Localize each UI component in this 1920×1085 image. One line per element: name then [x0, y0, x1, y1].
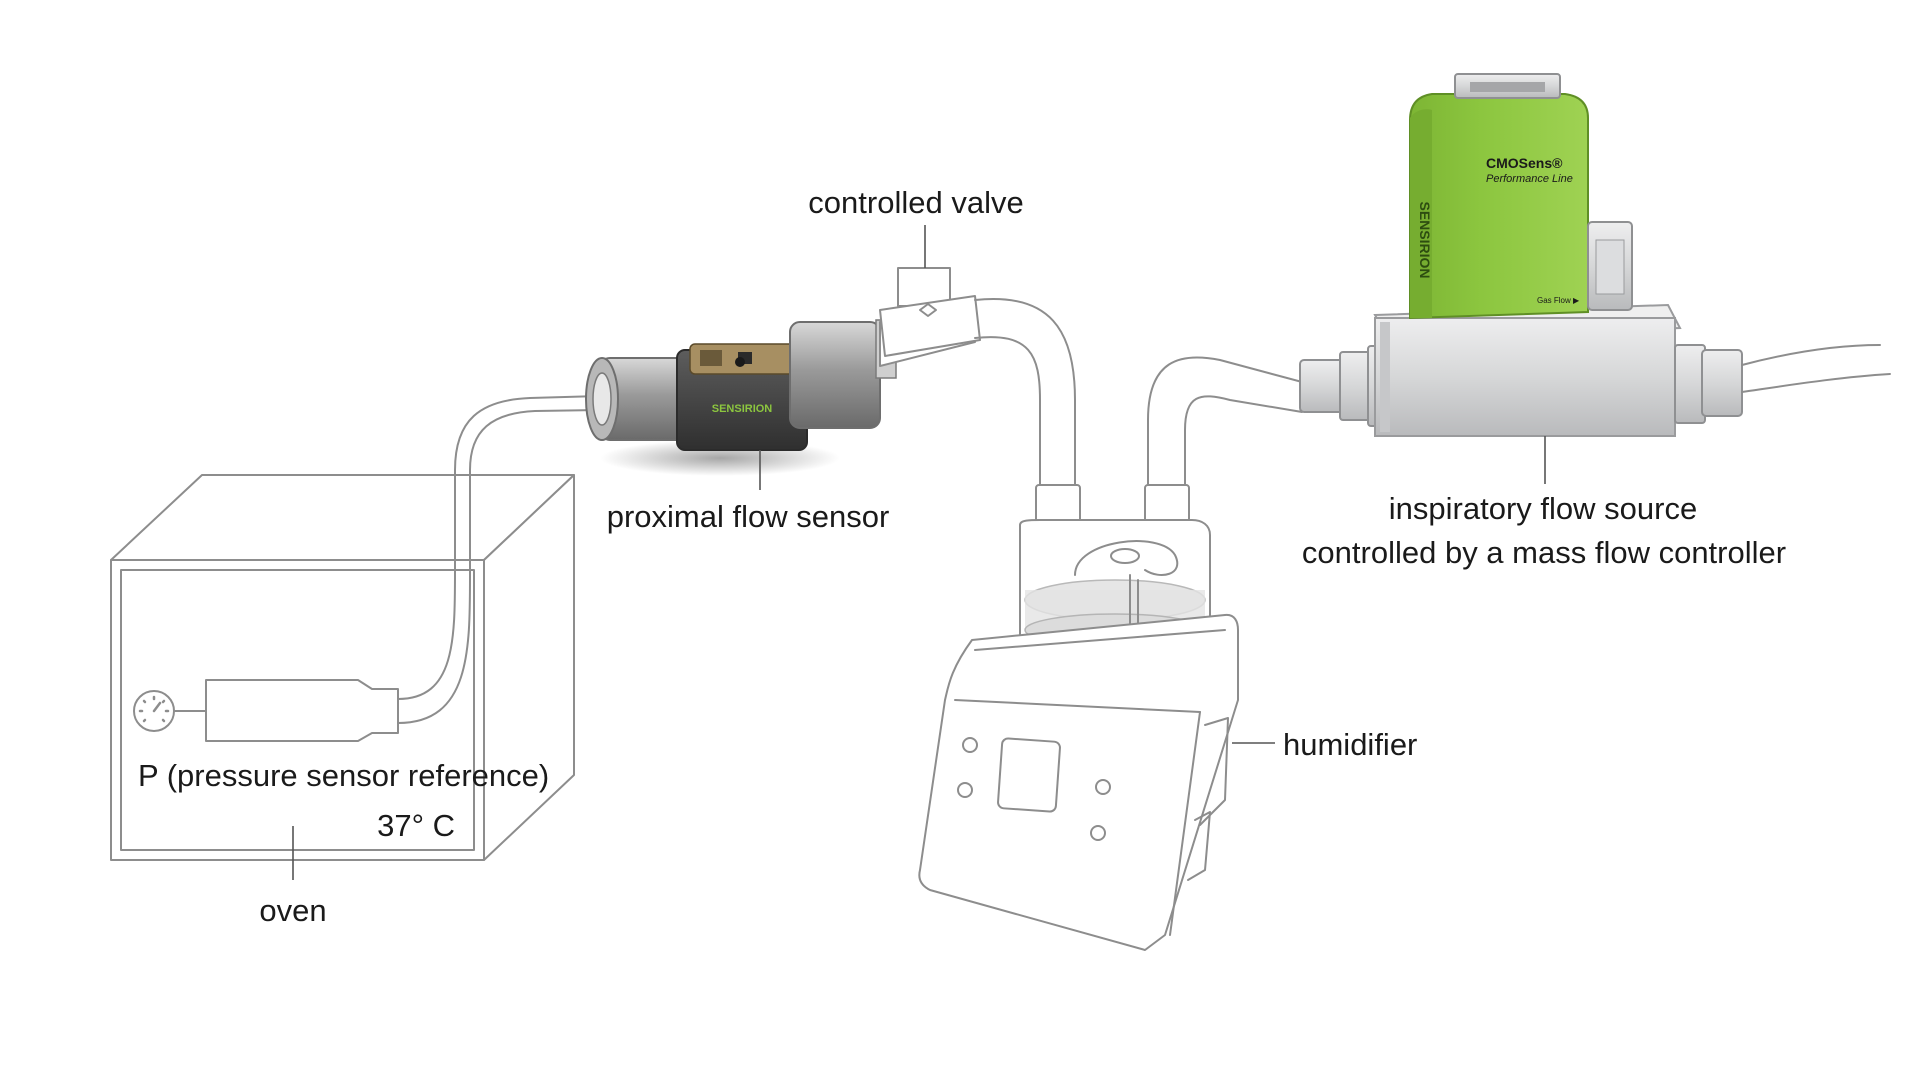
humidifier-inlet-tube-outer [974, 297, 1076, 491]
oven-temperature-label: 37° C [377, 808, 455, 843]
pressure-sensor-reference-label: P (pressure sensor reference) [138, 758, 549, 793]
humidifier-outlet-tube-inner [1184, 395, 1303, 491]
humidifier-button-icon [1095, 779, 1111, 795]
supply-line-lower [1741, 373, 1891, 393]
oven-door-frame [120, 569, 475, 851]
pressure-sensor-body [205, 679, 399, 742]
pressure-line-tube [397, 395, 601, 700]
pressure-line-tube-inner [397, 409, 601, 724]
controlled-valve-label: controlled valve [808, 185, 1023, 220]
mass-flow-controller-label: controlled by a mass flow controller [1302, 535, 1786, 570]
inspiratory-flow-source-label: inspiratory flow source [1389, 491, 1697, 526]
humidifier-outlet-collar [1144, 484, 1190, 524]
humidifier-button-icon [1090, 825, 1106, 841]
humidifier-button-icon [962, 737, 978, 753]
humidifier-label: humidifier [1283, 727, 1417, 762]
oven [110, 474, 575, 861]
sensor-brand-text: SENSIRION [712, 403, 773, 415]
proximal-flow-sensor-label: proximal flow sensor [607, 499, 890, 534]
humidifier-inlet-collar [1035, 484, 1081, 524]
pressure-gauge-icon [133, 690, 207, 732]
oven-label: oven [259, 893, 326, 928]
mass-flow-controller: SENSIRION CMOSens® Performance Line Gas … [1299, 73, 1743, 437]
humidifier-screen [997, 737, 1061, 813]
mfc-logo-text: CMOSens® [1486, 155, 1563, 171]
proximal-flow-sensor: SENSIRION [585, 319, 897, 476]
humidifier [918, 519, 1239, 951]
mfc-brand-text: SENSIRION [1417, 201, 1433, 278]
humidifier-outlet-tube-outer [1147, 356, 1303, 491]
humidifier-button-icon [957, 782, 973, 798]
controlled-valve-tee [879, 267, 981, 357]
humidifier-inlet-tube-inner [974, 336, 1041, 491]
supply-line-upper [1741, 344, 1881, 366]
mfc-line-text: Performance Line [1486, 173, 1573, 185]
mfc-gas-flow-text: Gas Flow ▶ [1537, 296, 1580, 305]
